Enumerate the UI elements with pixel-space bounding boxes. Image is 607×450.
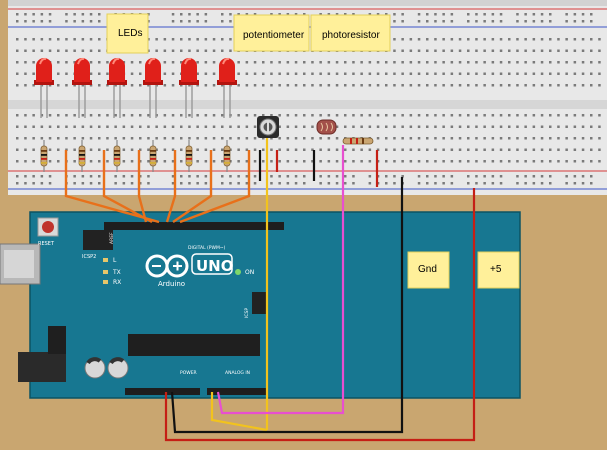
note-plus5-text: +5 — [490, 264, 502, 275]
potentiometer — [257, 116, 279, 138]
photoresistor — [316, 119, 374, 145]
icsp2-header — [83, 230, 113, 250]
tx-label: TX — [112, 269, 121, 276]
led-l-label: L — [113, 257, 117, 264]
wire-group — [64, 138, 476, 442]
analog-in-label: ANALOG IN — [225, 370, 250, 376]
led-5 — [179, 57, 199, 172]
led-1 — [34, 57, 54, 172]
led-wire-3 — [137, 150, 148, 223]
on-label: ON — [245, 269, 254, 276]
plus5-wire — [164, 188, 476, 442]
note-photoresistor: photoresistor — [310, 14, 391, 52]
note-leds: LEDs — [106, 13, 149, 54]
photo-to-a1-wire — [216, 145, 345, 415]
on-led — [235, 269, 241, 275]
icsp-label: ICSP — [244, 308, 250, 318]
note-leds-text: LEDs — [118, 28, 142, 39]
note-photoresistor-text: photoresistor — [322, 30, 380, 41]
reset-button[interactable] — [42, 221, 54, 233]
led-wire-6 — [179, 150, 251, 224]
pot-to-a0-wire — [210, 392, 268, 432]
breadboard-jumpers — [258, 150, 379, 187]
arduino-uno-board: RESET ICSP2 L TX RX UNO Arduino ON DIGIT… — [0, 211, 521, 399]
note-gnd-text: Gnd — [418, 264, 437, 275]
digital-label: DIGITAL (PWM~) — [188, 245, 226, 251]
note-potentiometer-text: potentiometer — [243, 30, 305, 41]
led-4 — [143, 57, 163, 172]
power-jack — [18, 352, 66, 382]
digital-header — [104, 222, 284, 230]
analog-header — [207, 388, 267, 395]
led-wire-4 — [165, 150, 177, 223]
led-wire-1 — [64, 150, 160, 224]
atmega-chip — [128, 334, 260, 356]
aref-label: AREF — [109, 232, 115, 244]
note-plus5: +5 — [477, 251, 520, 289]
icsp2-label: ICSP2 — [82, 254, 96, 260]
led-2 — [72, 57, 92, 172]
reset-label: RESET — [38, 241, 55, 247]
led-3 — [107, 57, 127, 172]
led-wire-5 — [172, 150, 213, 223]
icsp-header — [252, 292, 268, 314]
note-potentiometer: potentiometer — [233, 14, 310, 52]
gnd-wire — [170, 177, 404, 434]
power-header — [125, 388, 200, 395]
uno-logo-text: UNO — [196, 257, 234, 275]
note-gnd: Gnd — [407, 251, 450, 289]
power-label: POWER — [180, 370, 197, 376]
led-6 — [217, 57, 237, 172]
voltage-regulator — [48, 326, 66, 354]
rx-label: RX — [113, 279, 121, 286]
arduino-logo: UNO Arduino — [145, 253, 234, 288]
led-wire-2 — [102, 150, 153, 224]
center-channel — [8, 100, 607, 109]
arduino-logo-text: Arduino — [158, 280, 185, 288]
led-group — [34, 57, 237, 172]
